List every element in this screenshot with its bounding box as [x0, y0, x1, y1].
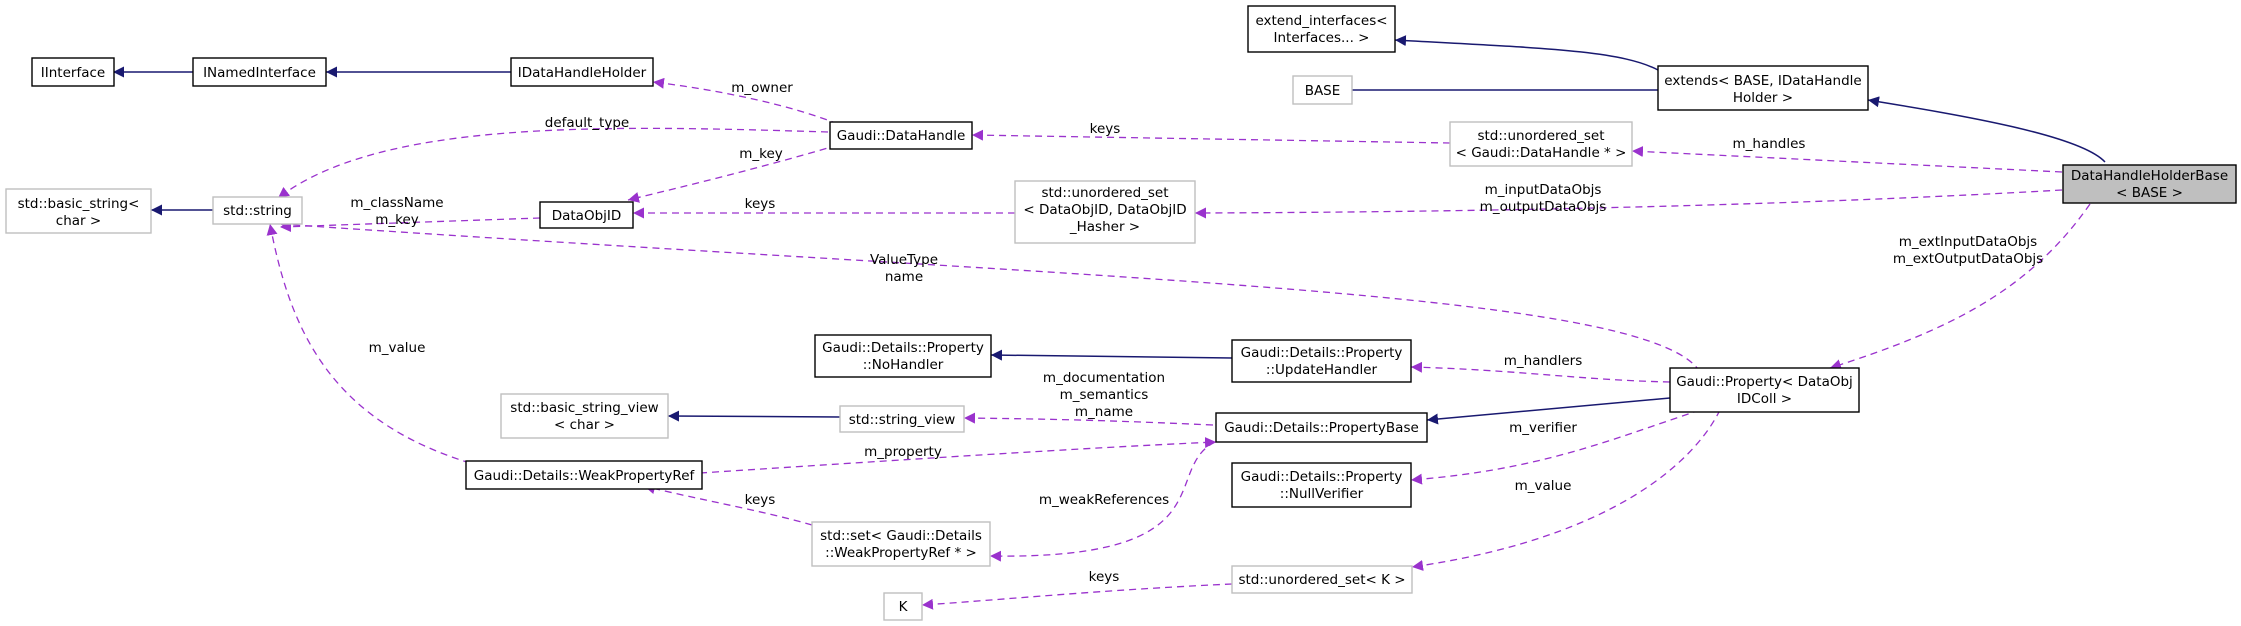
label-m-weakreferences: m_weakReferences: [1039, 492, 1169, 508]
node-base[interactable]: BASE: [1292, 75, 1353, 105]
svg-text:Gaudi::Details::PropertyBase: Gaudi::Details::PropertyBase: [1224, 420, 1419, 436]
edge-propertybase-doc-sem-name: [963, 412, 1214, 426]
label-m-verifier: m_verifier: [1509, 420, 1577, 436]
svg-text:IDataHandleHolder: IDataHandleHolder: [518, 65, 647, 81]
node-std-string[interactable]: std::string: [212, 196, 303, 225]
edge-datahandle-m-key: [627, 144, 839, 203]
label-m-handlers: m_handlers: [1504, 353, 1583, 369]
label-m-value-k: m_value: [1515, 478, 1572, 494]
svg-text:std::set< Gaudi::Details::Weak: std::set< Gaudi::Details::WeakPropertyRe…: [820, 528, 982, 561]
label-keys-datahandle: keys: [1090, 121, 1121, 137]
edge-dataobjid-classname-key: [279, 217, 541, 233]
node-iinterface[interactable]: IInterface: [31, 57, 115, 87]
node-unordered-set-dataobjid[interactable]: std::unordered_set< DataObjID, DataObjID…: [1014, 180, 1196, 244]
svg-text:Gaudi::Details::Property::Null: Gaudi::Details::Property::NullVerifier: [1241, 469, 1403, 502]
svg-text:std::basic_string_view< char >: std::basic_string_view< char >: [510, 400, 658, 433]
node-k[interactable]: K: [883, 592, 923, 621]
edge-dhhb-m-handles: [1631, 146, 2063, 173]
edge-property-to-propertybase: [1426, 397, 1671, 425]
label-keys-k: keys: [1089, 569, 1120, 585]
node-property-nohandler[interactable]: Gaudi::Details::Property::NoHandler: [814, 334, 992, 378]
svg-text:extends< BASE, IDataHandleHold: extends< BASE, IDataHandleHolder >: [1664, 73, 1861, 106]
edge-weakpropertyref-m-value: [266, 223, 471, 464]
edge-labels: m_owner default_type m_key keys m_handle…: [350, 80, 2043, 585]
node-string-view[interactable]: std::string_view: [839, 405, 965, 433]
label-m-key: m_key: [739, 146, 783, 162]
edge-updatehandler-to-nohandler: [990, 349, 1233, 361]
svg-text:std::string_view: std::string_view: [849, 412, 956, 428]
label-default-type: default_type: [545, 115, 629, 131]
edge-propertybase-m-weakreferences: [989, 441, 1216, 562]
label-keys-dataobjid: keys: [745, 196, 776, 212]
node-inamedinterface[interactable]: INamedInterface: [192, 57, 327, 87]
svg-text:Gaudi::DataHandle: Gaudi::DataHandle: [837, 128, 966, 144]
edge-dhhb-to-extends: [1867, 96, 2106, 163]
node-basic-string[interactable]: std::basic_string<char >: [5, 188, 152, 234]
nodes: DataHandleHolderBase< BASE > extend_inte…: [5, 5, 2237, 621]
edge-datahandle-default-type: [277, 127, 829, 199]
svg-text:Gaudi::Details::Property::Upda: Gaudi::Details::Property::UpdateHandler: [1241, 345, 1403, 378]
node-property-nullverifier[interactable]: Gaudi::Details::Property::NullVerifier: [1231, 462, 1412, 508]
edge-dhhb-input-output: [1194, 189, 2063, 219]
svg-text:std::unordered_set< Gaudi::Dat: std::unordered_set< Gaudi::DataHandle * …: [1456, 128, 1627, 161]
edge-property-m-value: [1411, 409, 1721, 571]
node-datahandleholderbase[interactable]: DataHandleHolderBase< BASE >: [2062, 164, 2237, 204]
node-extend-interfaces[interactable]: extend_interfaces<Interfaces... >: [1247, 5, 1396, 53]
edge-dhhb-ext-input-output: [1829, 203, 2091, 370]
node-unordered-set-datahandle[interactable]: std::unordered_set< Gaudi::DataHandle * …: [1449, 121, 1633, 167]
svg-text:Gaudi::Details::Property::NoHa: Gaudi::Details::Property::NoHandler: [822, 340, 984, 373]
label-m-property: m_property: [864, 444, 942, 460]
edge-uset-k-keys: [921, 583, 1233, 610]
node-weakpropertyref[interactable]: Gaudi::Details::WeakPropertyRef: [465, 460, 703, 490]
svg-text:std::basic_string<char >: std::basic_string<char >: [18, 196, 140, 229]
node-unordered-set-k[interactable]: std::unordered_set< K >: [1231, 565, 1413, 594]
edge-weakpropertyref-m-property: [699, 436, 1217, 474]
svg-text:DataObjID: DataObjID: [552, 208, 622, 224]
node-dataobjid[interactable]: DataObjID: [539, 201, 634, 229]
svg-text:BASE: BASE: [1305, 83, 1341, 99]
svg-text:extend_interfaces<Interfaces..: extend_interfaces<Interfaces... >: [1255, 13, 1387, 46]
svg-text:INamedInterface: INamedInterface: [203, 65, 316, 81]
edge-string-view-to-basic-string-view: [667, 410, 841, 422]
node-gaudi-datahandle[interactable]: Gaudi::DataHandle: [829, 121, 973, 150]
label-m-value-string: m_value: [369, 340, 426, 356]
svg-text:std::string: std::string: [223, 203, 292, 219]
edge-set-weakref-keys: [643, 483, 813, 526]
node-set-weakpropertyref[interactable]: std::set< Gaudi::Details::WeakPropertyRe…: [811, 521, 991, 567]
node-property-updatehandler[interactable]: Gaudi::Details::Property::UpdateHandler: [1231, 339, 1412, 383]
edge-property-m-handlers: [1410, 361, 1671, 383]
edge-uset-datahandle-keys: [971, 129, 1451, 144]
node-idatahandleholder[interactable]: IDataHandleHolder: [510, 57, 654, 87]
edges: [113, 35, 2106, 610]
svg-text:IInterface: IInterface: [41, 65, 105, 81]
node-propertybase[interactable]: Gaudi::Details::PropertyBase: [1215, 412, 1428, 443]
label-keys-weakref: keys: [745, 492, 776, 508]
svg-text:K: K: [899, 599, 909, 615]
svg-text:Gaudi::Details::WeakPropertyRe: Gaudi::Details::WeakPropertyRef: [474, 468, 696, 484]
edge-datahandle-m-owner: [652, 77, 839, 125]
svg-text:std::unordered_set< DataObjID,: std::unordered_set< DataObjID, DataObjID…: [1023, 185, 1186, 235]
label-m-handles: m_handles: [1733, 136, 1806, 152]
label-m-owner: m_owner: [731, 80, 793, 96]
edge-property-m-verifier: [1410, 409, 1701, 485]
edge-extends-to-extend-interfaces: [1394, 35, 1659, 71]
svg-text:DataHandleHolderBase< BASE >: DataHandleHolderBase< BASE >: [2071, 168, 2228, 201]
edge-property-valuetype-name: [279, 219, 1701, 373]
node-basic-string-view[interactable]: std::basic_string_view< char >: [500, 393, 669, 439]
svg-text:std::unordered_set< K >: std::unordered_set< K >: [1238, 572, 1405, 588]
